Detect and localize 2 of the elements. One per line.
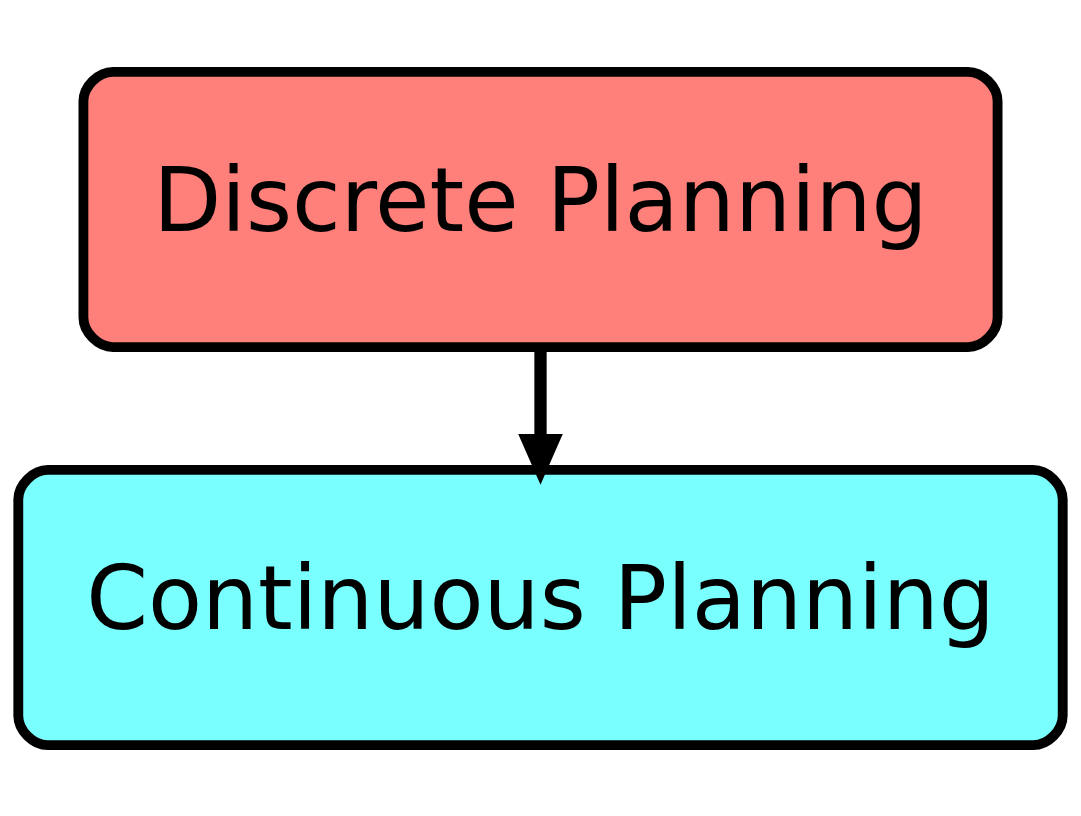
node-box: Discrete Planning [78, 66, 1003, 352]
node-box: Continuous Planning [13, 464, 1068, 750]
